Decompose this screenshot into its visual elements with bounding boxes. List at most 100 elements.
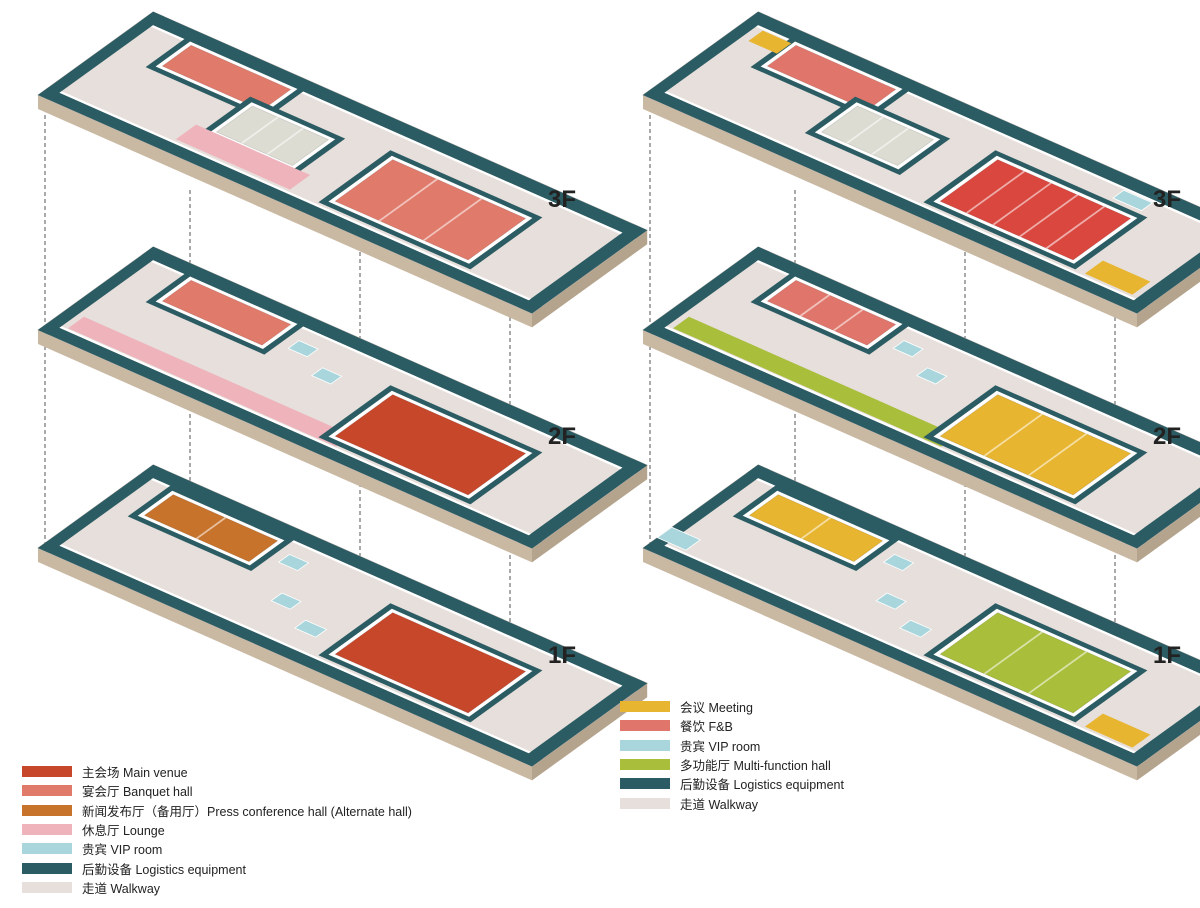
courtyard-3f-divider	[871, 128, 910, 155]
logistics-band-end	[1123, 705, 1200, 767]
legend-swatch	[620, 739, 670, 751]
main-hall-3f-divider	[1018, 194, 1079, 237]
logistics-band-front	[643, 87, 1148, 314]
logistics-band-back	[141, 246, 648, 474]
logistics-band-start	[643, 11, 770, 100]
main-hall-1f-divider	[1027, 651, 1088, 694]
main-hall-2f-divider	[983, 413, 1043, 457]
floor-label-2f-right: 2F	[1153, 423, 1182, 450]
slab-side-edge	[1137, 720, 1200, 781]
floor-plates	[37, 11, 1200, 781]
slab-front-edge	[643, 95, 1137, 328]
wall-line	[664, 326, 1136, 536]
vip-room	[898, 619, 933, 638]
legend-swatch	[22, 804, 72, 816]
logistics-band-front	[643, 540, 1148, 767]
logistics-band-front	[643, 322, 1148, 549]
floor-label-1f-right: 1F	[1153, 642, 1182, 669]
legend-item-logistics: 后勤设备 Logistics equipment	[620, 774, 844, 793]
legend-item-fnb: 餐饮 F&B	[620, 716, 844, 735]
wall-line	[59, 326, 531, 536]
legend-label: 餐饮 F&B	[680, 720, 733, 735]
logistics-band-start	[38, 11, 165, 100]
small-hall-2f	[161, 279, 292, 346]
slab-front-edge	[38, 95, 532, 328]
vip-room	[287, 340, 319, 358]
vip-room	[311, 367, 343, 385]
vip-room	[270, 592, 302, 610]
floor-label-3f-left: 3F	[548, 186, 577, 213]
main-hall-3f-divider	[1045, 206, 1105, 249]
logistics-band-front	[38, 87, 543, 314]
legend-swatch	[22, 766, 72, 778]
legend-item-meeting: 会议 Meeting	[620, 697, 844, 716]
logistics-band-end	[518, 224, 648, 314]
small-hall-1f-divider	[195, 517, 227, 539]
slab-front-edge	[643, 548, 1137, 781]
main-hall-2f	[334, 394, 527, 496]
main-hall-2f-divider	[1027, 433, 1088, 476]
lounge-band-2f	[673, 316, 957, 447]
main-hall-3f-divider	[422, 198, 483, 241]
legend-label: 宴会厅 Banquet hall	[82, 785, 193, 800]
small-hall-2f-divider	[799, 294, 831, 317]
legend-swatch	[22, 785, 72, 797]
legend-right: 会议 Meeting 餐饮 F&B 贵宾 VIP room 多功能厅 Multi…	[620, 697, 844, 813]
legend-item-banquet-hall: 宴会厅 Banquet hall	[22, 781, 412, 800]
meeting-room-1f	[1084, 713, 1151, 748]
logistics-band-back	[141, 11, 648, 239]
slab-side-edge	[532, 465, 648, 563]
courtyard-3f-divider	[266, 128, 305, 155]
logistics-band-back	[746, 11, 1200, 221]
slab-front-edge	[643, 330, 1137, 563]
vip-room	[875, 592, 907, 610]
legend-swatch	[620, 720, 670, 732]
main-hall-1f-divider	[983, 631, 1043, 675]
main-hall-1f	[334, 612, 527, 714]
legend-swatch	[22, 843, 72, 855]
legend-swatch	[620, 701, 670, 713]
vip-room	[1112, 189, 1154, 212]
logistics-band-start	[38, 246, 165, 335]
slab-side-edge	[532, 683, 648, 781]
legend-item-walkway: 走道 Walkway	[620, 793, 844, 812]
legend-swatch	[22, 862, 72, 874]
legend-swatch	[620, 759, 670, 771]
vip-room	[656, 526, 702, 551]
main-hall-3f-divider	[965, 170, 1026, 214]
legend-left: 主会场 Main venue 宴会厅 Banquet hall 新闻发布厅（备用…	[22, 762, 412, 897]
logistics-band-start	[643, 246, 770, 335]
vip-room	[916, 367, 948, 385]
vip-room	[882, 553, 915, 572]
logistics-band-front	[38, 540, 543, 767]
legend-item-multi-function: 多功能厅 Multi-function hall	[620, 755, 844, 774]
legend-swatch	[620, 797, 670, 809]
legend-label: 主会场 Main venue	[82, 766, 188, 781]
slab-side-edge	[532, 230, 648, 328]
small-hall-2f-divider	[832, 309, 864, 331]
legend-label: 多功能厅 Multi-function hall	[680, 759, 831, 774]
legend-swatch	[22, 824, 72, 836]
slab-front-edge	[38, 330, 532, 563]
legend-label: 走道 Walkway	[680, 797, 759, 812]
wall-line	[664, 91, 1136, 301]
wall-line	[59, 544, 531, 754]
legend-item-walkway: 走道 Walkway	[22, 878, 412, 897]
legend-swatch	[22, 881, 72, 893]
legend-swatch	[620, 778, 670, 790]
legend-label: 休息厅 Lounge	[82, 824, 165, 839]
small-hall-3f	[766, 44, 897, 111]
logistics-band-back	[746, 246, 1200, 456]
logistics-band-end	[1123, 252, 1200, 314]
logistics-band-back	[141, 464, 648, 692]
legend-item-press-hall: 新闻发布厅（备用厅）Press conference hall (Alterna…	[22, 801, 412, 820]
vip-room	[892, 340, 924, 358]
legend-label: 走道 Walkway	[82, 881, 161, 896]
small-hall-1f-divider	[800, 517, 832, 539]
slab-side-edge	[1137, 502, 1200, 563]
floor-label-1f-left: 1F	[548, 642, 577, 669]
wall-line	[664, 544, 1136, 754]
lounge-band-3f	[175, 124, 311, 190]
main-hall-3f-divider	[378, 178, 438, 222]
legend-label: 后勤设备 Logistics equipment	[680, 778, 844, 793]
